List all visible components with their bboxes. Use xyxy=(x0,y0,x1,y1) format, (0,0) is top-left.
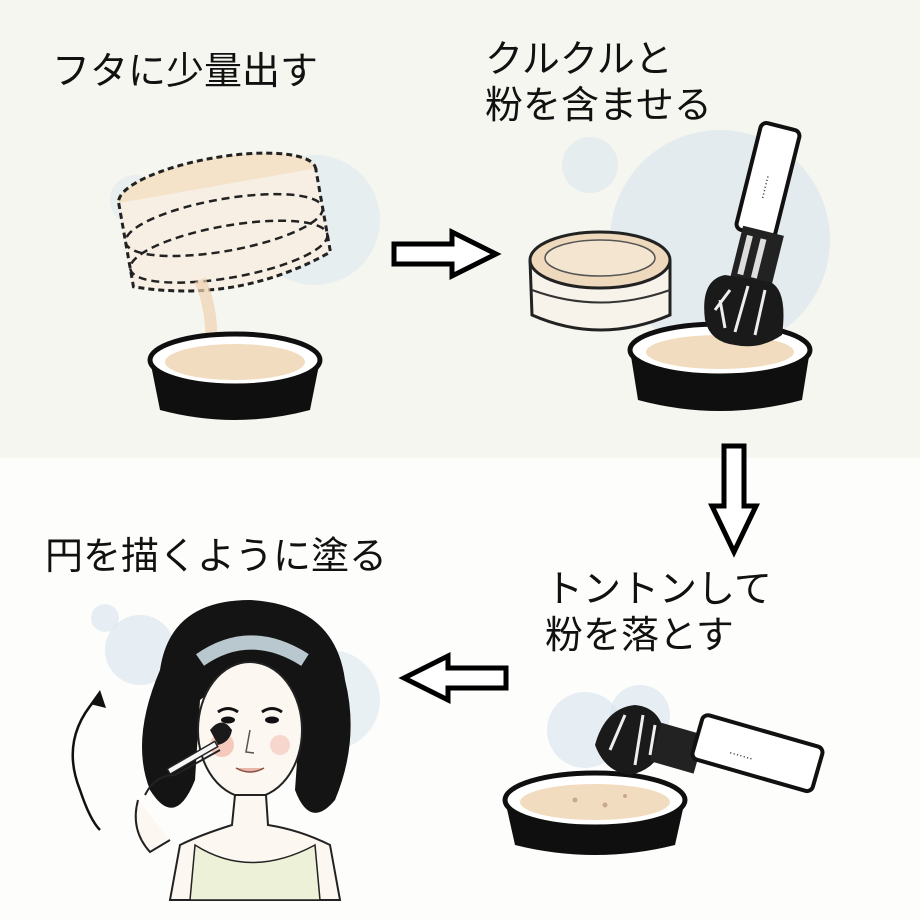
arrow-left-icon xyxy=(398,651,509,705)
step-4-illustration xyxy=(71,600,380,901)
kabuki-brush-illustration: ······· xyxy=(704,121,802,347)
lid-with-powder-illustration xyxy=(502,770,688,855)
step-3-illustration: ······· xyxy=(502,685,825,855)
tilted-jar-illustration xyxy=(117,151,333,293)
lid-with-powder-illustration xyxy=(147,331,323,420)
woman-illustration xyxy=(134,600,351,901)
circular-motion-icon xyxy=(71,690,106,831)
step-2-label: クルクルと 粉を含ませる xyxy=(485,37,712,127)
step-1-illustration xyxy=(110,151,380,420)
kabuki-brush-illustration: ······· xyxy=(595,705,825,794)
svg-text:·······: ······· xyxy=(756,174,775,201)
step-2-illustration: ······· xyxy=(528,121,830,411)
open-jar-illustration xyxy=(528,230,672,332)
arrow-down-icon xyxy=(708,443,760,558)
arrow-right-icon xyxy=(391,227,502,281)
step-4-label: 円を描くように塗る xyxy=(45,534,388,578)
step-1-label: フタに少量出す xyxy=(52,49,319,93)
step-3-label: トントンして 粉を落とす xyxy=(545,567,772,657)
svg-text:·······: ······· xyxy=(727,747,754,766)
